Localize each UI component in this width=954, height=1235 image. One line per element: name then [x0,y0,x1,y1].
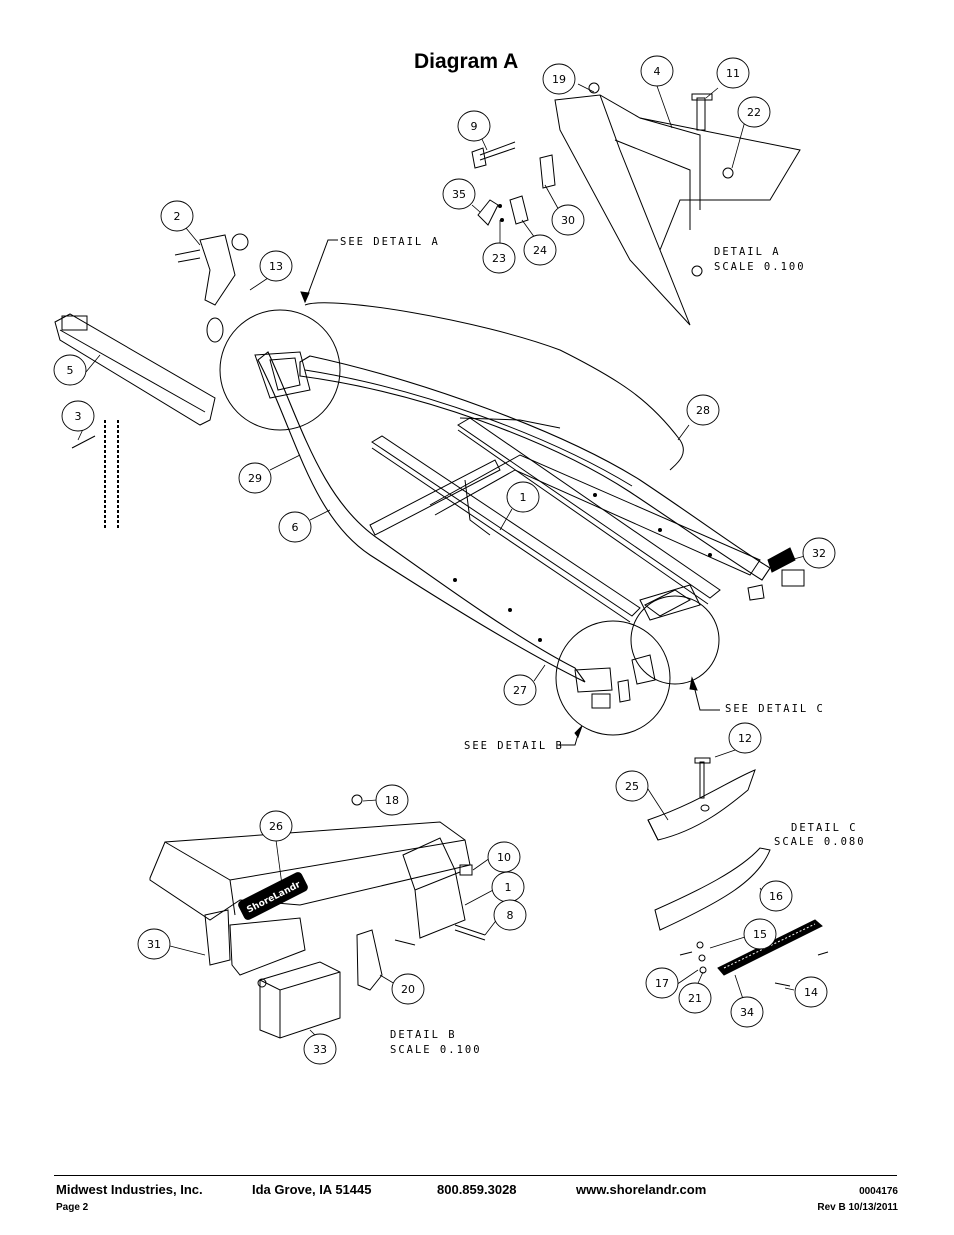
svg-text:27: 27 [513,684,527,697]
callout-30: 30 [551,204,585,236]
callout-21: 21 [678,982,712,1014]
svg-text:24: 24 [533,244,547,257]
svg-text:26: 26 [269,820,283,833]
detail-b-circle [555,620,671,736]
footer-company: Midwest Industries, Inc. [56,1182,203,1197]
callout-16: 16 [759,880,793,912]
callout-12: 12 [728,722,762,754]
svg-text:31: 31 [147,938,161,951]
callout-23: 23 [482,242,516,274]
callout-34: 34 [730,996,764,1028]
svg-text:11: 11 [726,67,740,80]
svg-text:25: 25 [625,780,639,793]
callout-24: 24 [523,234,557,266]
detail-b-scale: SCALE 0.100 [390,1044,482,1056]
footer-revision: Rev B 10/13/2011 [817,1202,898,1213]
svg-text:22: 22 [747,106,761,119]
detail-b-drawing [149,794,486,1039]
callout-1-detail-b: 1 [491,871,525,903]
detail-a-drawing [471,82,801,326]
callout-6: 6 [278,511,312,543]
svg-text:23: 23 [492,252,506,265]
footer-rule [54,1175,897,1176]
svg-text:8: 8 [507,909,514,922]
callout-26: 26 [259,810,293,842]
note-see-detail-b: SEE DETAIL B [464,740,564,752]
callout-9: 9 [457,110,491,142]
detail-a-circle [219,309,341,431]
callout-35: 35 [442,178,476,210]
svg-text:20: 20 [401,983,415,996]
svg-text:28: 28 [696,404,710,417]
callout-33: 33 [303,1033,337,1065]
detail-a-scale: SCALE 0.100 [714,261,806,273]
leader-detail-a [304,239,338,303]
callout-18: 18 [375,784,409,816]
callout-28: 28 [686,394,720,426]
svg-text:32: 32 [812,547,826,560]
svg-text:1: 1 [505,881,512,894]
callout-3: 3 [61,400,95,432]
footer-website: www.shorelandr.com [576,1182,707,1197]
svg-text:33: 33 [313,1043,327,1056]
callout-15: 15 [743,918,777,950]
tongue-assembly [54,233,249,530]
svg-text:4: 4 [654,65,661,78]
callout-25: 25 [615,770,649,802]
callout-31: 31 [137,928,171,960]
detail-a-label: DETAIL A [714,246,781,258]
callout-8: 8 [493,899,527,931]
svg-text:16: 16 [769,890,783,903]
svg-text:9: 9 [471,120,478,133]
detail-c-circle [630,595,720,685]
svg-text:10: 10 [497,851,511,864]
svg-text:6: 6 [292,521,299,534]
footer-phone: 800.859.3028 [437,1182,517,1197]
svg-text:1: 1 [520,491,527,504]
footer-city: Ida Grove, IA 51445 [252,1182,372,1197]
svg-text:29: 29 [248,472,262,485]
diagram-title: Diagram A [414,50,519,73]
callout-11: 11 [716,57,750,89]
callout-2: 2 [160,200,194,232]
detail-c-drawing [647,757,829,987]
footer-page: Page 2 [56,1202,89,1213]
callout-19: 19 [542,63,576,95]
callout-22: 22 [737,96,771,128]
callout-13: 13 [259,250,293,282]
detail-b-label: DETAIL B [390,1029,457,1041]
svg-text:5: 5 [67,364,74,377]
callout-10: 10 [487,841,521,873]
note-see-detail-c: SEE DETAIL C [725,703,825,715]
svg-text:34: 34 [740,1006,754,1019]
detail-c-scale: SCALE 0.080 [774,836,866,848]
svg-text:35: 35 [452,188,466,201]
callout-27: 27 [503,674,537,706]
callout-1-main: 1 [506,481,540,513]
detail-c-label: DETAIL C [791,822,858,834]
svg-text:12: 12 [738,732,752,745]
svg-text:30: 30 [561,214,575,227]
callout-4: 4 [640,55,674,87]
callout-14: 14 [794,976,828,1008]
svg-text:13: 13 [269,260,283,273]
note-see-detail-a: SEE DETAIL A [340,236,440,248]
shorelandr-logo: ShoreLandr [238,872,308,920]
trailer-frame [254,302,805,709]
svg-text:2: 2 [174,210,181,223]
callout-5: 5 [53,354,87,386]
svg-text:21: 21 [688,992,702,1005]
callout-20: 20 [391,973,425,1005]
callout-17: 17 [645,967,679,999]
svg-text:15: 15 [753,928,767,941]
svg-text:18: 18 [385,794,399,807]
svg-text:19: 19 [552,73,566,86]
svg-text:14: 14 [804,986,818,999]
svg-text:3: 3 [75,410,82,423]
svg-text:17: 17 [655,977,669,990]
callout-29: 29 [238,462,272,494]
callout-32: 32 [802,537,836,569]
footer-doc-number: 0004176 [859,1186,898,1197]
